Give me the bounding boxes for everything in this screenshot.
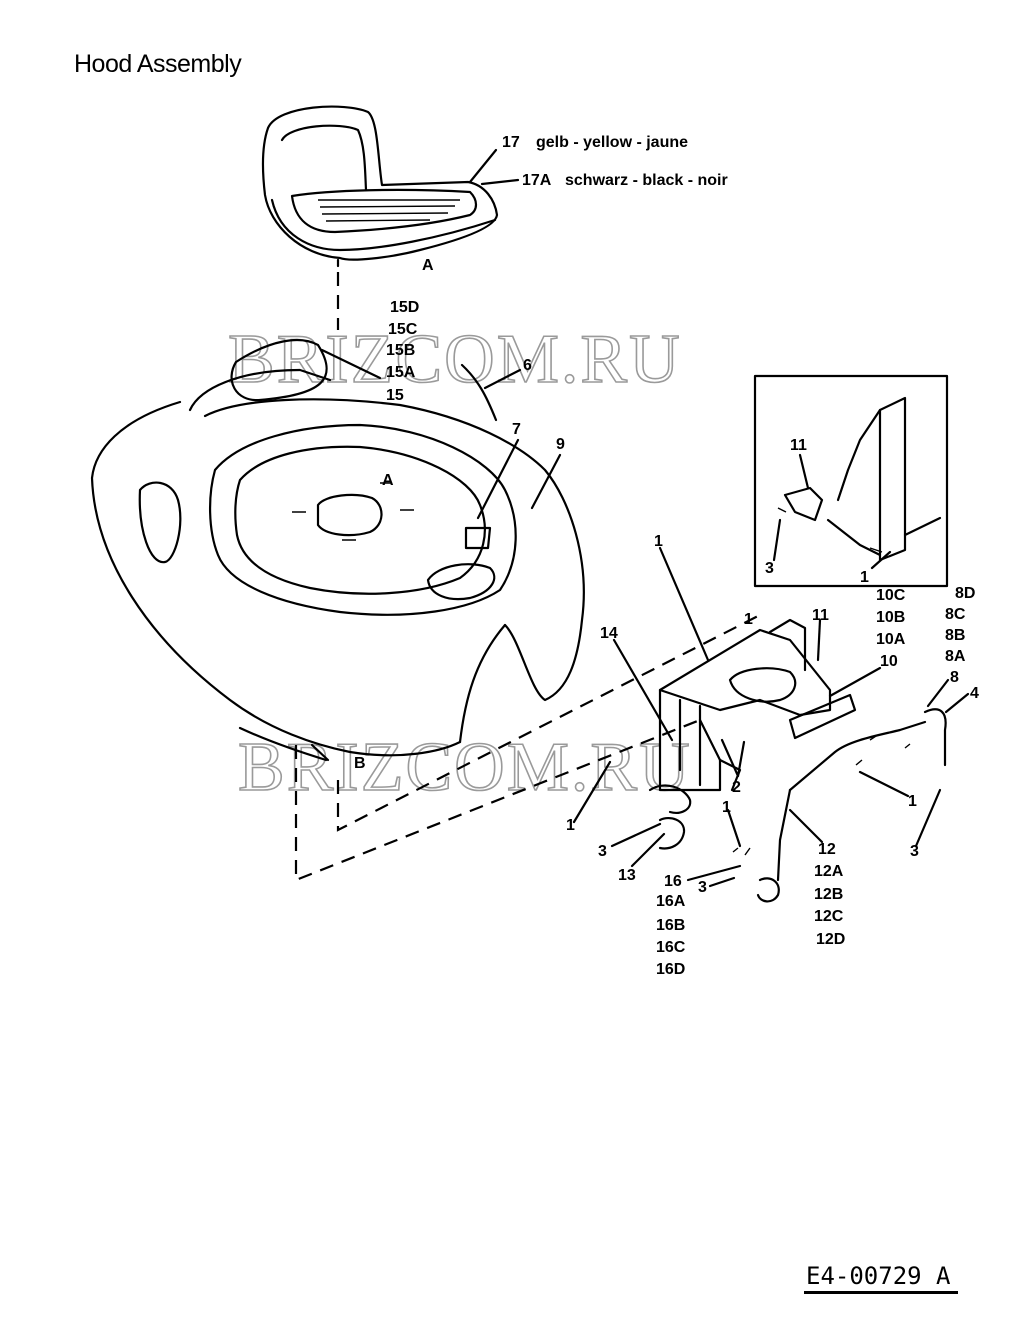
label-15d: 15D [390, 299, 419, 316]
label-8b: 8B [945, 627, 965, 644]
label-1-left: 1 [566, 817, 575, 834]
label-13: 13 [618, 867, 636, 884]
label-8: 8 [950, 669, 959, 686]
label-hood-b: B [354, 755, 366, 772]
leader-15 [320, 348, 382, 380]
label-16c: 16C [656, 939, 686, 956]
leader-11 [816, 618, 822, 662]
leader-3-left [610, 822, 662, 848]
label-1-right: 1 [908, 793, 917, 810]
label-2: 2 [732, 779, 741, 796]
leader-1-left [572, 760, 612, 824]
label-6: 6 [523, 357, 532, 374]
label-10c: 10C [876, 587, 906, 604]
inset-detail [753, 374, 949, 588]
leader-4 [944, 692, 970, 714]
label-yellow: gelb - yellow - jaune [536, 134, 688, 151]
label-11: 11 [812, 607, 829, 624]
leader-inset-11 [798, 453, 810, 490]
label-15: 15 [386, 387, 404, 404]
label-12d: 12D [816, 931, 845, 948]
reference-code: E4-00729 A [806, 1262, 951, 1290]
leader-13 [630, 832, 666, 868]
leader-3-lower [708, 876, 736, 888]
label-inset-3: 3 [765, 560, 774, 577]
leader-9 [530, 453, 562, 510]
part-6-rod [460, 363, 498, 422]
label-15c: 15C [388, 321, 418, 338]
label-12b: 12B [814, 886, 843, 903]
label-16d: 16D [656, 961, 685, 978]
alignment-line-left [294, 718, 701, 882]
label-15a: 15A [386, 364, 416, 381]
label-hood-a: A [382, 472, 394, 489]
label-16b: 16B [656, 917, 685, 934]
label-10a: 10A [876, 631, 906, 648]
label-1-top: 1 [654, 533, 663, 550]
label-16a: 16A [656, 893, 686, 910]
label-9: 9 [556, 436, 565, 453]
label-17a: 17A [522, 172, 552, 189]
leader-2 [720, 738, 746, 778]
label-8c: 8C [945, 606, 966, 623]
label-inset-1: 1 [860, 569, 869, 586]
hood-drawing [90, 339, 585, 762]
seat-drawing [261, 105, 499, 268]
label-3-lower: 3 [698, 879, 707, 896]
leader-12 [788, 808, 824, 844]
label-12c: 12C [814, 908, 844, 925]
label-12: 12 [818, 841, 836, 858]
leader-6 [483, 368, 522, 390]
watermark-top: BRIZCOM.RU [228, 321, 682, 398]
leader-14 [612, 638, 674, 742]
leader-17 [468, 148, 498, 184]
label-black: schwarz - black - noir [565, 172, 728, 189]
alignment-line-b [336, 614, 761, 832]
diagram-title: Hood Assembly [74, 50, 242, 78]
label-1-lower: 1 [722, 799, 731, 816]
label-15b: 15B [386, 342, 415, 359]
label-4: 4 [970, 685, 979, 702]
label-10: 10 [880, 653, 898, 670]
leader-7 [476, 438, 520, 520]
label-17: 17 [502, 134, 520, 151]
label-1-bracket: 1 [744, 611, 753, 628]
label-7: 7 [512, 421, 521, 438]
label-12a: 12A [814, 863, 844, 880]
label-3-left: 3 [598, 843, 607, 860]
leader-8 [926, 678, 950, 708]
leader-1-top [658, 546, 710, 662]
leader-1-right [858, 770, 910, 798]
label-8d: 8D [955, 585, 975, 602]
label-14: 14 [600, 625, 618, 642]
leader-1-lower [726, 808, 742, 848]
leader-17a [480, 178, 520, 186]
label-3-right: 3 [910, 843, 919, 860]
label-seat-a: A [422, 257, 434, 274]
leader-16 [686, 864, 742, 882]
label-8a: 8A [945, 648, 966, 665]
label-10b: 10B [876, 609, 905, 626]
bracket-drawing [648, 618, 947, 903]
leader-3-right [914, 788, 942, 848]
label-inset-11: 11 [790, 437, 807, 454]
label-16: 16 [664, 873, 682, 890]
reference-underline [804, 1291, 958, 1294]
leader-10 [828, 666, 882, 698]
